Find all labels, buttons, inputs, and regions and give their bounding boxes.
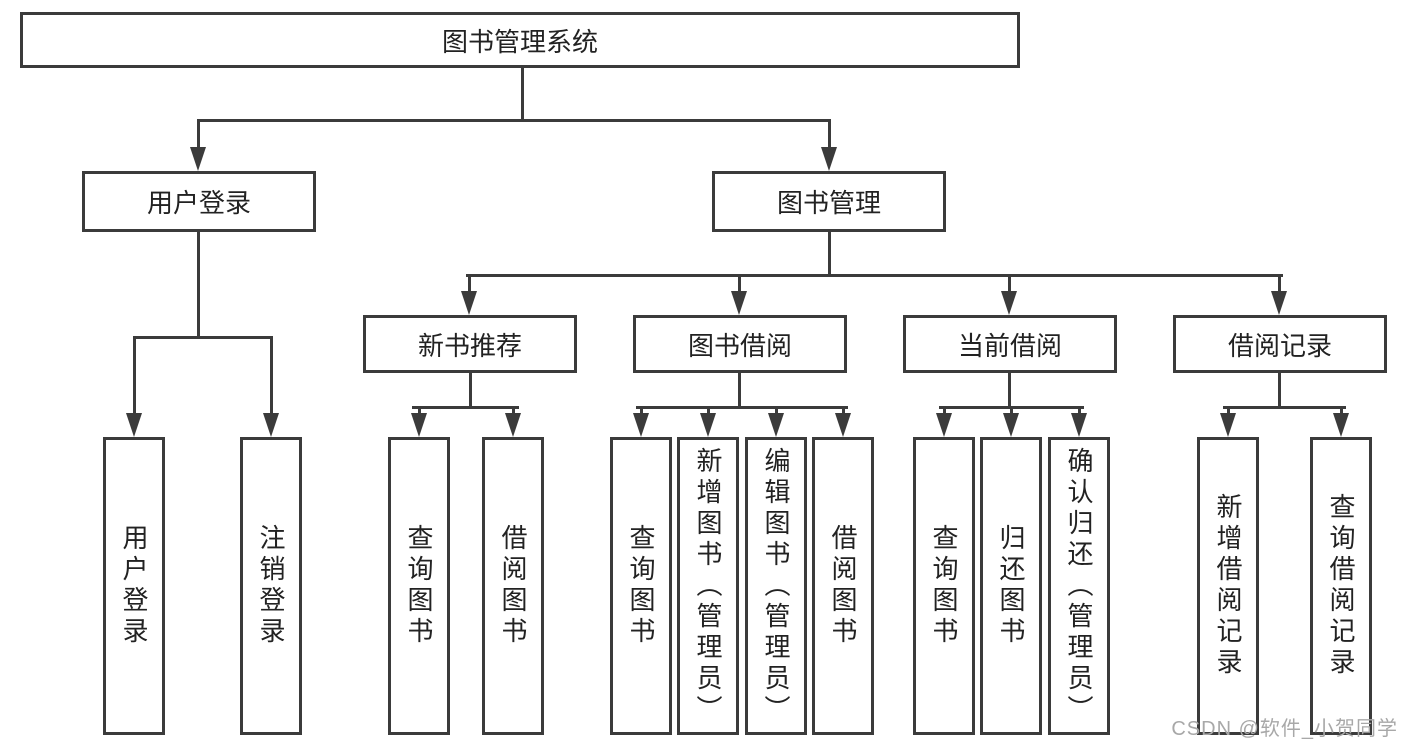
leaf-current-confirm-return-admin: 确认归还（管理员）: [1048, 437, 1110, 735]
connector-line: [1340, 406, 1343, 417]
leaf-borrow-borrow-books: 借阅图书: [812, 437, 874, 735]
connector-arrowhead: [1333, 413, 1349, 437]
connector-arrowhead: [263, 413, 279, 437]
connector-arrowhead: [126, 413, 142, 437]
connector-line: [270, 336, 273, 416]
connector-line: [636, 406, 848, 409]
connector-line: [468, 274, 471, 292]
connector-line: [738, 373, 741, 408]
connector-line: [640, 406, 643, 417]
connector-arrowhead: [411, 413, 427, 437]
connector-line: [133, 336, 272, 339]
connector-arrowhead: [1220, 413, 1236, 437]
connector-line: [943, 406, 946, 417]
connector-line: [197, 119, 200, 149]
connector-arrowhead: [190, 147, 206, 171]
leaf-recommend-query-books: 查询图书: [388, 437, 450, 735]
leaf-borrow-query-books: 查询图书: [610, 437, 672, 735]
connector-arrowhead: [1003, 413, 1019, 437]
connector-line: [469, 373, 472, 408]
connector-arrowhead: [1001, 291, 1017, 315]
leaf-logout: 注销登录: [240, 437, 302, 735]
connector-line: [466, 274, 1283, 277]
leaf-records-add-borrow-record: 新增借阅记录: [1197, 437, 1259, 735]
connector-arrowhead: [633, 413, 649, 437]
connector-arrowhead: [461, 291, 477, 315]
leaf-current-return-books: 归还图书: [980, 437, 1042, 735]
connector-line: [775, 406, 778, 417]
connector-arrowhead: [700, 413, 716, 437]
node-current-borrow: 当前借阅: [903, 315, 1117, 373]
node-borrow-records: 借阅记录: [1173, 315, 1387, 373]
connector-line: [521, 68, 524, 121]
connector-arrowhead: [768, 413, 784, 437]
connector-line: [828, 119, 831, 149]
node-book-borrow: 图书借阅: [633, 315, 847, 373]
connector-line: [1278, 274, 1281, 292]
connector-line: [1223, 406, 1346, 409]
leaf-borrow-edit-books-admin: 编辑图书（管理员）: [745, 437, 807, 735]
connector-arrowhead: [1071, 413, 1087, 437]
connector-line: [1278, 373, 1281, 408]
connector-line: [412, 406, 519, 409]
leaf-current-query-books: 查询图书: [913, 437, 975, 735]
node-root: 图书管理系统: [20, 12, 1020, 68]
leaf-borrow-add-books-admin: 新增图书（管理员）: [677, 437, 739, 735]
connector-arrowhead: [731, 291, 747, 315]
connector-line: [1008, 373, 1011, 408]
node-new-book-recommend: 新书推荐: [363, 315, 577, 373]
connector-line: [707, 406, 710, 417]
connector-line: [1078, 406, 1081, 417]
connector-arrowhead: [936, 413, 952, 437]
connector-line: [197, 119, 831, 122]
connector-line: [512, 406, 515, 417]
connector-line: [738, 274, 741, 292]
connector-arrowhead: [835, 413, 851, 437]
connector-line: [418, 406, 421, 417]
connector-arrowhead: [505, 413, 521, 437]
csdn-watermark: CSDN @软件_小贺同学: [1171, 718, 1398, 740]
connector-line: [828, 232, 831, 277]
connector-line: [842, 406, 845, 417]
leaf-records-query-borrow-record: 查询借阅记录: [1310, 437, 1372, 735]
connector-line: [133, 336, 136, 416]
connector-line: [197, 232, 200, 339]
node-user-login: 用户登录: [82, 171, 316, 232]
connector-line: [1008, 274, 1011, 292]
leaf-recommend-borrow-books: 借阅图书: [482, 437, 544, 735]
connector-line: [1010, 406, 1013, 417]
leaf-user-login: 用户登录: [103, 437, 165, 735]
node-book-management: 图书管理: [712, 171, 946, 232]
connector-arrowhead: [1271, 291, 1287, 315]
connector-arrowhead: [821, 147, 837, 171]
connector-line: [1227, 406, 1230, 417]
